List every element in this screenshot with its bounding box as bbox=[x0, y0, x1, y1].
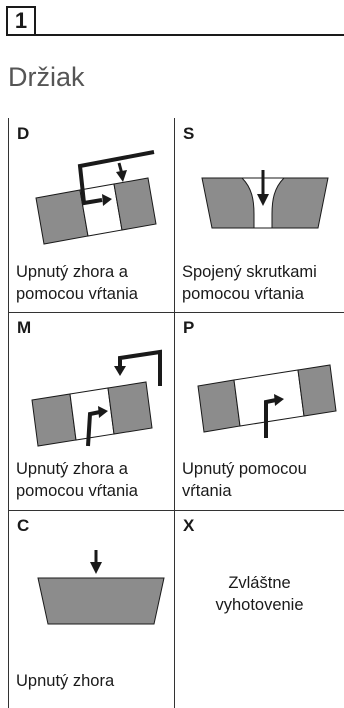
cell-x-letter: X bbox=[183, 516, 195, 535]
cell-s-label-2: pomocou vŕtania bbox=[182, 285, 304, 303]
screw-through-hole-icon bbox=[201, 170, 329, 229]
page-title: Držiak bbox=[8, 62, 85, 92]
cell-p-label-1: Upnutý pomocou bbox=[182, 460, 307, 478]
clamp-top-and-hole-icon bbox=[31, 349, 162, 447]
row-divider-2 bbox=[8, 510, 344, 511]
left-border bbox=[8, 118, 9, 708]
cell-s-letter: S bbox=[183, 124, 195, 143]
column-divider bbox=[174, 118, 175, 708]
row-divider-1 bbox=[8, 312, 344, 313]
cell-d-label-1: Upnutý zhora a bbox=[16, 263, 128, 281]
cell-p-label-2: vŕtania bbox=[182, 482, 232, 500]
pin-hole-icon bbox=[197, 364, 337, 438]
top-clamp-icon bbox=[37, 550, 165, 625]
header-rule bbox=[6, 34, 344, 36]
cell-m-label-1: Upnutý zhora a bbox=[16, 460, 128, 478]
cell-d-letter: D bbox=[17, 124, 30, 143]
cell-x-label-1: Zvláštne bbox=[228, 574, 291, 592]
cell-p-letter: P bbox=[183, 318, 195, 337]
cell-s-label-1: Spojený skrutkami bbox=[182, 263, 317, 281]
cell-d-label-2: pomocou vŕtania bbox=[16, 285, 138, 303]
section-number: 1 bbox=[6, 6, 36, 34]
cell-c-letter: C bbox=[17, 516, 30, 535]
cell-c-label-1: Upnutý zhora bbox=[16, 672, 115, 690]
cell-m-label-2: pomocou vŕtania bbox=[16, 482, 138, 500]
clamp-top-and-hole-icon bbox=[35, 150, 157, 245]
cell-m-letter: M bbox=[17, 318, 32, 337]
cell-x-label-2: vyhotovenie bbox=[215, 596, 304, 614]
